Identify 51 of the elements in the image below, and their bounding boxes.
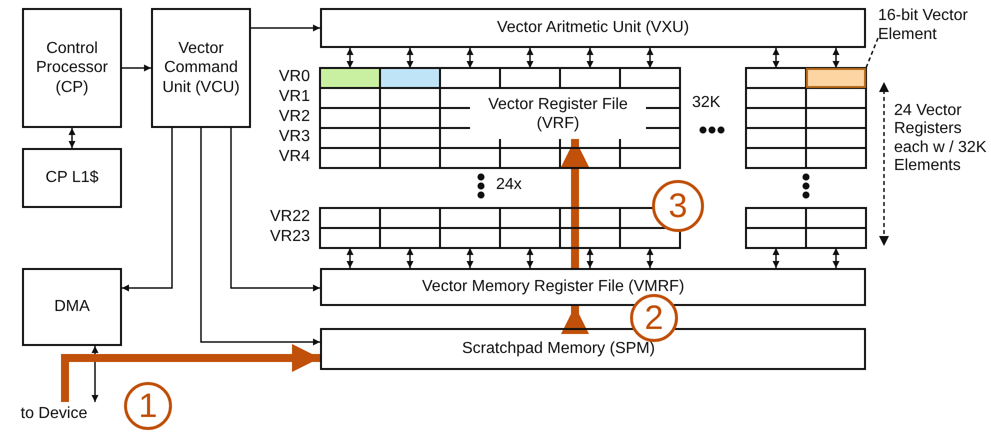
arrow (68, 128, 76, 148)
register-name: VR1 (278, 88, 310, 106)
arrow (406, 48, 414, 68)
register-name: VR23 (268, 228, 310, 246)
arrow (200, 128, 320, 346)
arrow (466, 48, 474, 68)
arithmetic-unit-box: Vector Aritmetic Unit (VXU) (320, 8, 866, 48)
callout-number: 3 (652, 180, 704, 232)
callout-number: 2 (630, 294, 678, 342)
dma-box: DMA (22, 268, 122, 346)
arrow (586, 248, 594, 268)
data-flow-arrow (561, 306, 589, 334)
vector-element-cell (806, 68, 866, 88)
register-name: VR4 (278, 148, 310, 166)
arrow (586, 48, 594, 68)
arrow (92, 346, 98, 402)
arrow (832, 248, 840, 268)
arrow (526, 248, 534, 268)
arrow (230, 128, 320, 292)
leader-line (865, 38, 879, 68)
arrow (646, 48, 654, 68)
arrow (466, 248, 474, 268)
memory-register-file-box: Vector Memory Register File (VMRF) (320, 268, 866, 306)
element-note: 16-bit Vector Element (878, 6, 988, 70)
command-unit-box: Vector Command Unit (VCU) (151, 8, 251, 128)
arrow (772, 248, 780, 268)
arrow (832, 48, 840, 68)
data-flow-arrow (561, 139, 589, 268)
arrow (346, 248, 354, 268)
arrow (251, 24, 320, 32)
arrow (122, 64, 151, 72)
arrow (772, 48, 780, 68)
arrow (646, 248, 654, 268)
register-file-title: Vector Register File (VRF) (470, 89, 646, 139)
register-name: VR0 (278, 68, 310, 86)
register-name: VR2 (278, 108, 310, 126)
element-count: 32K (692, 94, 722, 112)
device-label: to Device (4, 402, 104, 426)
arrow (346, 48, 354, 68)
register-name: VR22 (268, 208, 310, 226)
scratchpad-box: Scratchpad Memory (SPM) (320, 328, 866, 370)
register-count: 24x (496, 176, 523, 194)
callout-number: 1 (124, 382, 172, 430)
cache-box: CP L1$ (22, 148, 122, 208)
processor-box: Control Processor (CP) (22, 8, 122, 128)
arrow (526, 48, 534, 68)
data-flow-arrow (61, 344, 320, 402)
dimension-note: 24 Vector Registers each w / 32K Elements (894, 102, 988, 176)
register-name: VR3 (278, 128, 310, 146)
arrow (122, 128, 173, 292)
arrow (406, 248, 414, 268)
